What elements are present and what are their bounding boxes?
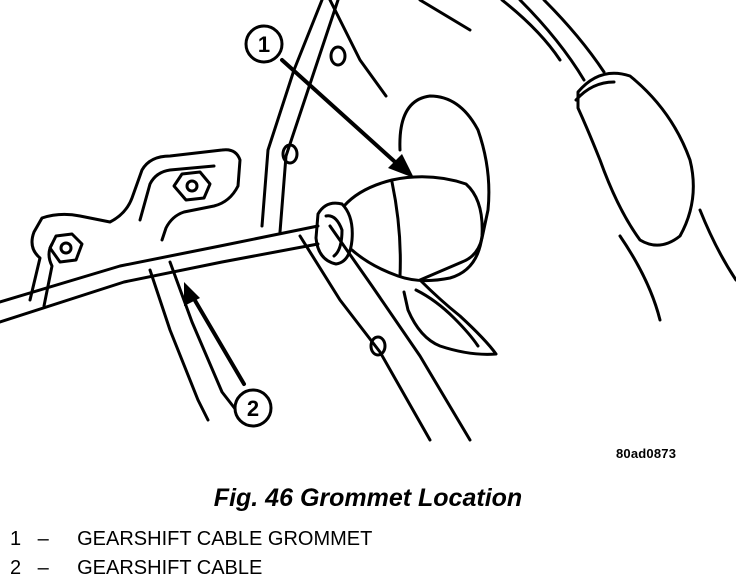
- gearshift-cable: [0, 224, 320, 304]
- arrowhead-1: [388, 154, 414, 178]
- legend-item-text: GEARSHIFT CABLE GROMMET: [77, 528, 373, 550]
- figure-label: Fig. 46: [213, 484, 293, 512]
- legend-item-number: 2: [10, 557, 22, 579]
- grommet-boot: [342, 175, 484, 283]
- tunnel-stud-3: [369, 335, 387, 357]
- tunnel-wall-right: [298, 224, 472, 442]
- tunnel-rail-inner: [278, 0, 340, 234]
- grommet-boot-seam: [390, 180, 402, 278]
- legend-item-2: 2 – GEARSHIFT CABLE: [10, 554, 372, 583]
- console-edge: [618, 208, 736, 322]
- grommet-lip-inner: [324, 214, 344, 258]
- console-edge-right: [500, 0, 562, 62]
- leader-arrow-2: [188, 290, 246, 386]
- bolt-head-left: [48, 232, 84, 264]
- figure-title: Grommet Location: [299, 484, 523, 512]
- callout-1-number: 1: [258, 32, 270, 57]
- shifter-knob: [576, 71, 695, 247]
- shifter-knob-band: [574, 80, 616, 102]
- bolt-head-center: [172, 170, 212, 202]
- tunnel-opening-inner: [414, 288, 480, 348]
- arrowhead-2: [184, 282, 200, 306]
- legend-item-number: 1: [10, 528, 22, 550]
- floor-bracket: [28, 148, 242, 302]
- callout-2: 2: [233, 388, 273, 428]
- tunnel-stud-2: [281, 143, 299, 165]
- tunnel-opening: [398, 94, 498, 356]
- shifter-lever: [518, 0, 606, 82]
- legend-item-text: GEARSHIFT CABLE: [77, 557, 263, 579]
- callout-2-number: 2: [247, 396, 259, 421]
- legend-item-1: 1 – GEARSHIFT CABLE GROMMET: [10, 525, 372, 554]
- legend-item-separator: –: [37, 557, 49, 579]
- callout-1: 1: [244, 24, 284, 64]
- grommet-location-illustration: 1 2: [0, 0, 736, 442]
- gearshift-cable-lower-edge: [0, 242, 320, 324]
- tunnel-rail-left-lower: [148, 268, 210, 422]
- tunnel-stud-1: [329, 45, 347, 67]
- figure-code: 80ad0873: [616, 446, 677, 461]
- leader-arrow-1: [280, 58, 406, 172]
- legend: 1 – GEARSHIFT CABLE GROMMET 2 – GEARSHIF…: [10, 525, 372, 583]
- figure-caption: Fig. 46 Grommet Location: [0, 484, 736, 513]
- tunnel-rail-outer: [260, 0, 324, 228]
- tunnel-upper-wall: [328, 0, 472, 98]
- tunnel-rail-left-lower-2: [168, 260, 238, 412]
- grommet-lip: [314, 201, 354, 266]
- legend-item-separator: –: [37, 528, 49, 550]
